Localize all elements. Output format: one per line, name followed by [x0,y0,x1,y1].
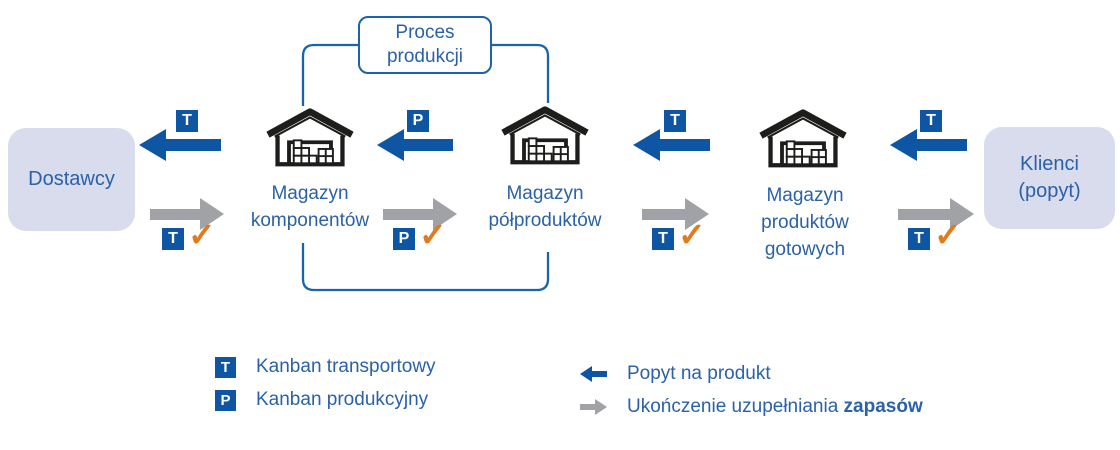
arrow-head [685,198,709,230]
warehouse-label-line: Magazyn [766,185,844,206]
warehouse-label-line: Magazyn [271,183,349,204]
kanban-transport-badge: T [652,228,674,250]
legend-replenish-prefix: Ukończenie uzupełniania [627,396,844,417]
arrow-shaft [383,208,437,220]
suppliers-box: Dostawcy [8,128,135,231]
legend-replenish-bold: zapasów [843,396,923,417]
warehouse-label-line: produktów [761,212,849,233]
check-icon: ✓ [188,216,216,253]
arrow-head [950,198,974,230]
kanban-transport-badge: T [664,110,686,132]
arrow-shaft [898,208,954,220]
process-box-line1: Proces [395,22,455,43]
arrow-shaft [399,139,453,151]
arrow-shaft [642,208,689,220]
arrow-shaft [655,139,710,151]
legend-row-replenish: Ukończenie uzupełniania zapasów [580,396,923,418]
check-icon: ✓ [678,216,706,253]
customers-label-line1: Klienci [1020,153,1079,175]
arrow-shaft [150,208,204,220]
process-box-line2: produkcji [386,46,464,67]
check-icon: ✓ [934,216,962,253]
check-icon: ✓ [419,216,447,253]
process-connector-right [492,43,550,103]
process-connector-left [301,43,358,106]
demand-arrow [139,129,221,161]
kanban-production-badge: P [407,110,429,132]
warehouse-label-line: komponentów [250,210,370,231]
warehouse-label-line: półproduktów [488,210,602,231]
process-box: Proces produkcji [358,16,492,74]
kanban-transport-badge: T [215,356,236,378]
legend-row-demand: Popyt na produkt [580,363,771,385]
legend-production-label: Kanban produkcyjny [256,389,429,410]
warehouse-label-line: gotowych [764,239,846,260]
warehouse-icon [757,107,849,170]
legend-transport-label: Kanban transportowy [256,356,436,377]
left-arrow-icon [580,366,607,382]
kanban-production-badge: P [215,389,236,411]
kanban-production-badge: P [393,228,415,250]
legend-row-transport: T Kanban transportowy [215,356,436,378]
arrow-shaft [912,139,967,151]
replenish-arrow [383,198,457,230]
warehouse-icon [499,104,591,167]
arrow-shaft [161,139,221,151]
warehouse-icon [264,106,356,169]
demand-arrow [633,129,710,161]
replenish-arrow [150,198,224,230]
kanban-transport-badge: T [162,228,184,250]
demand-arrow [377,129,453,161]
legend-demand-label: Popyt na produkt [627,363,771,384]
kanban-transport-badge: T [920,110,942,132]
warehouse-label-components: Magazyn komponentów [215,180,405,234]
replenish-arrow [898,198,974,230]
customers-box: Klienci (popyt) [984,127,1115,229]
legend-replenish-label: Ukończenie uzupełniania zapasów [627,396,923,418]
suppliers-label: Dostawcy [28,168,115,190]
arrow-head [433,198,457,230]
legend-row-production: P Kanban produkcyjny [215,389,428,411]
warehouse-label-finished: Magazyn produktów gotowych [710,182,900,263]
warehouse-label-line: Magazyn [506,183,584,204]
customers-label-line2: (popyt) [1018,180,1081,202]
right-arrow-icon [580,399,607,415]
kanban-transport-badge: T [908,228,930,250]
kanban-transport-badge: T [176,110,198,132]
replenish-arrow [642,198,709,230]
warehouse-label-semiproducts: Magazyn półproduktów [450,180,640,234]
arrow-head [200,198,224,230]
demand-arrow [890,129,967,161]
